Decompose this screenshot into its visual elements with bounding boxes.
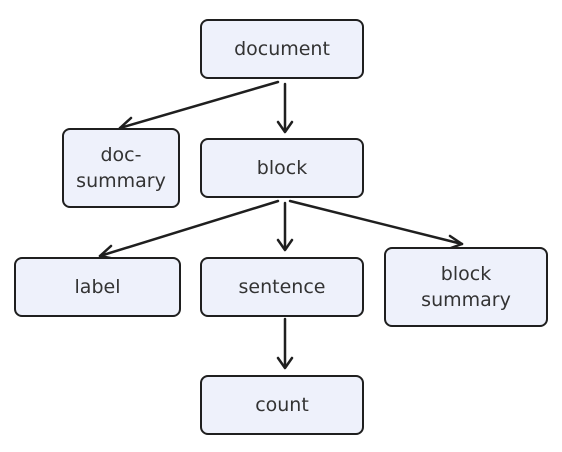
node-block-label: block <box>256 157 308 179</box>
node-sentence-label: sentence <box>238 276 326 298</box>
node-block-summary-label: block summary <box>421 263 511 311</box>
edge-block-to-block-summary <box>288 199 464 251</box>
edge-block-to-sentence <box>276 201 294 252</box>
node-document: document <box>200 19 364 79</box>
node-count-label: count <box>255 394 309 416</box>
node-document-label: document <box>234 38 330 60</box>
edge-block-to-label <box>98 199 280 261</box>
node-label: label <box>14 257 181 317</box>
node-sentence: sentence <box>200 257 364 317</box>
node-doc-summary-label: doc- summary <box>76 144 166 192</box>
node-block: block <box>200 138 364 198</box>
edge-document-to-block <box>276 82 294 134</box>
node-label-label: label <box>74 276 121 298</box>
node-block-summary: block summary <box>384 247 548 327</box>
node-count: count <box>200 375 364 435</box>
edge-document-to-doc-summary <box>118 80 280 134</box>
node-doc-summary: doc- summary <box>62 128 180 208</box>
edge-sentence-to-count <box>276 317 294 370</box>
